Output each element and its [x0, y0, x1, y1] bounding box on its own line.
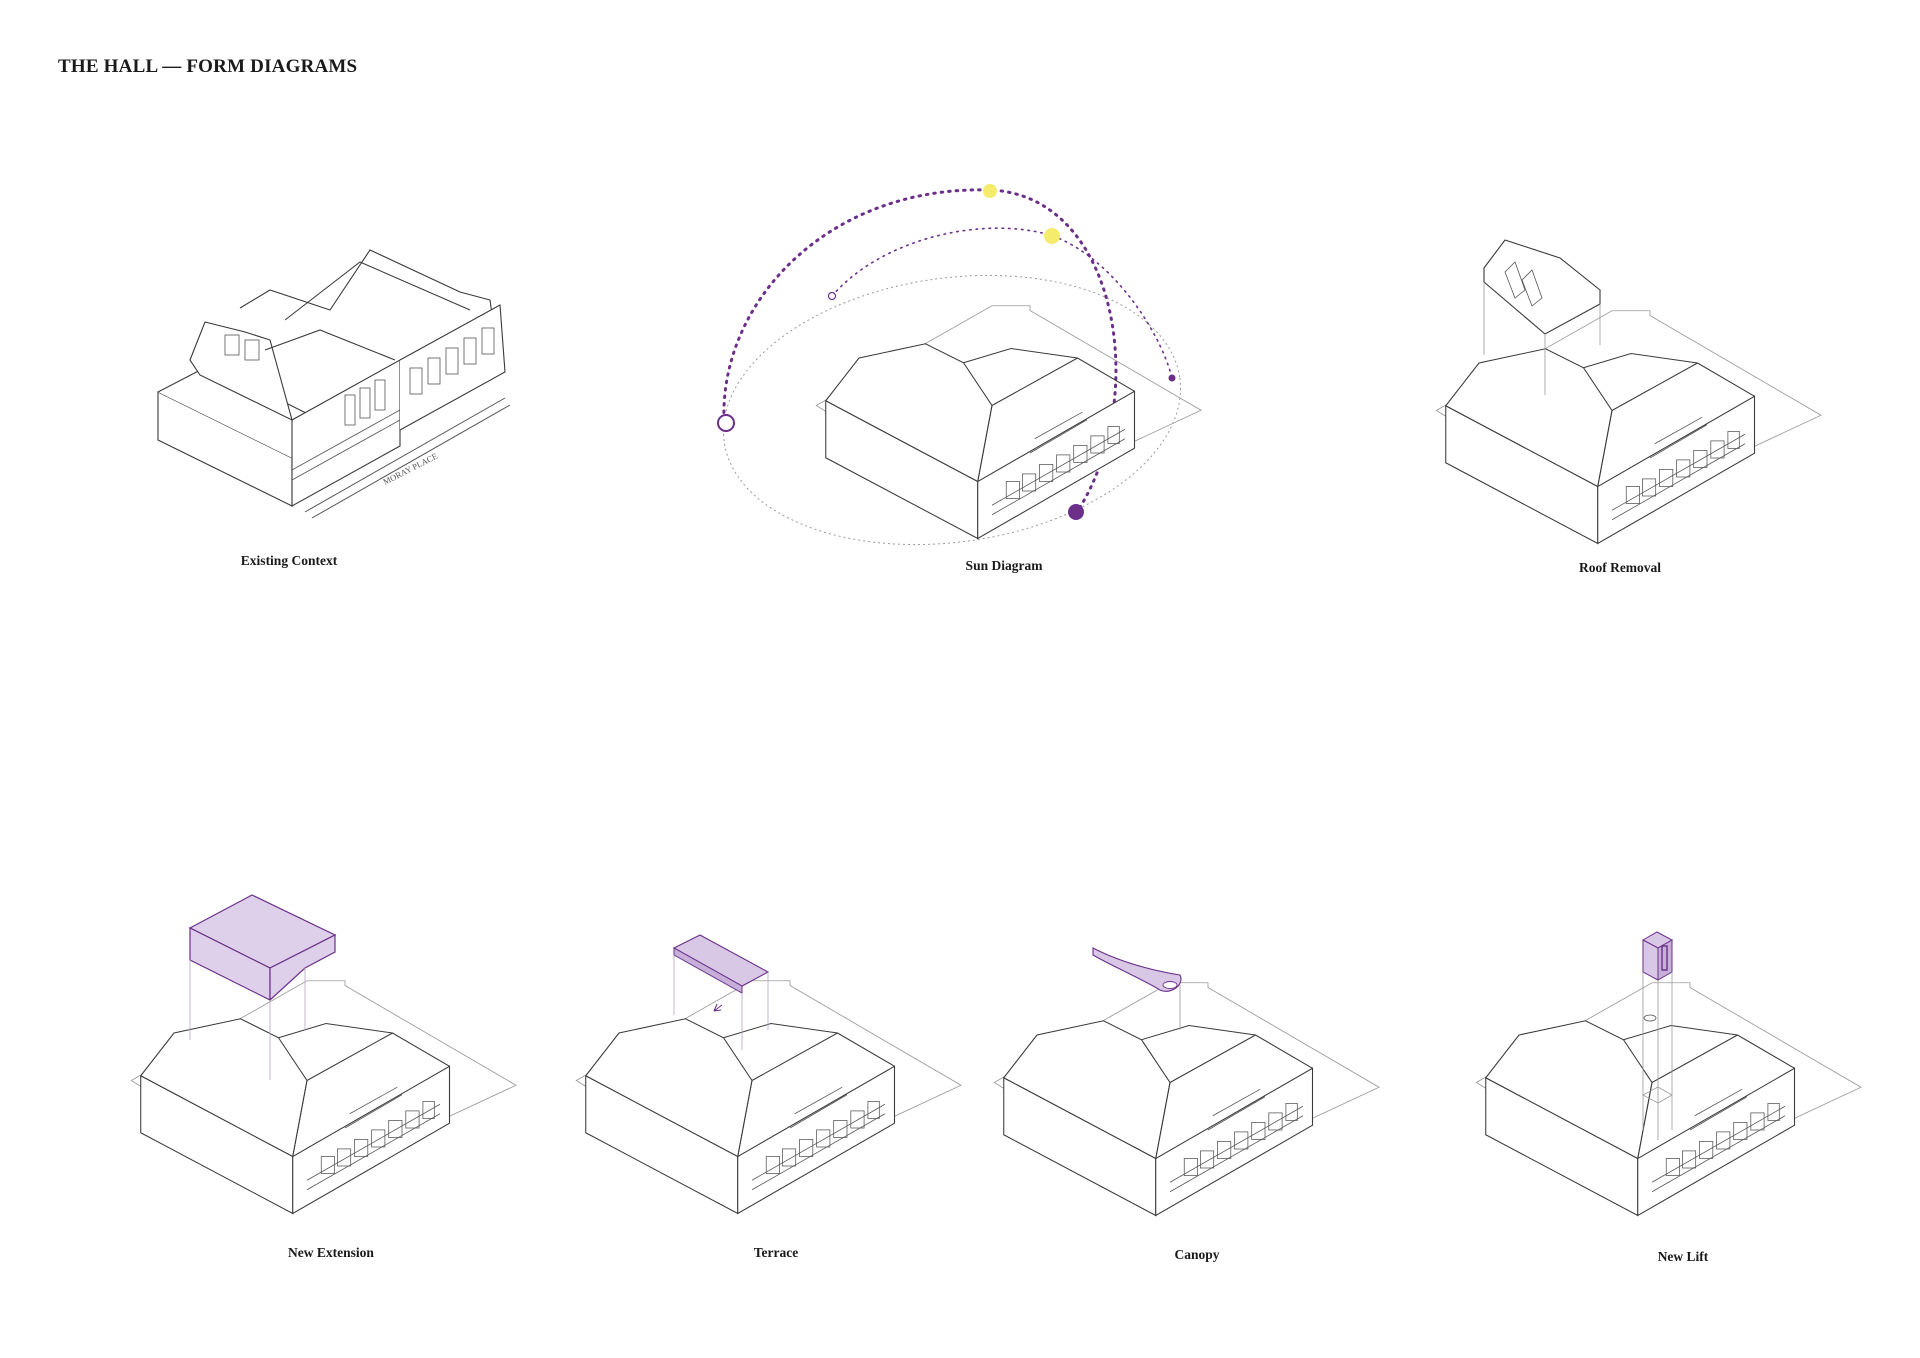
diagram-new-lift [1475, 931, 1862, 1217]
diagram-sun [717, 184, 1202, 546]
diagram-canopy [993, 947, 1380, 1217]
sunrise-marker-icon [717, 414, 735, 432]
diagram-roof-removal [1435, 239, 1822, 545]
caption-sun-diagram: Sun Diagram [965, 558, 1043, 573]
sun-winter-icon [1044, 228, 1060, 244]
sun-summer-icon [983, 184, 997, 198]
caption-new-lift: New Lift [1657, 1249, 1709, 1264]
street-label: MORAY PLACE [381, 451, 439, 487]
caption-terrace: Terrace [753, 1245, 799, 1260]
winter-sunrise-marker-icon [827, 291, 837, 301]
diagram-new-extension [130, 894, 517, 1215]
caption-roof-removal: Roof Removal [1578, 560, 1662, 575]
page-title: THE HALL — FORM DIAGRAMS [58, 56, 358, 77]
arrow-icon [713, 1003, 723, 1012]
sunset-marker-icon [1068, 504, 1084, 520]
diagram-terrace [575, 934, 962, 1215]
caption-existing-context: Existing Context [240, 553, 338, 568]
caption-new-extension: New Extension [288, 1245, 374, 1260]
caption-canopy: Canopy [1174, 1247, 1220, 1262]
winter-sunset-marker-icon [1168, 374, 1176, 382]
diagram-existing-context: MORAY PLACE [157, 249, 511, 519]
